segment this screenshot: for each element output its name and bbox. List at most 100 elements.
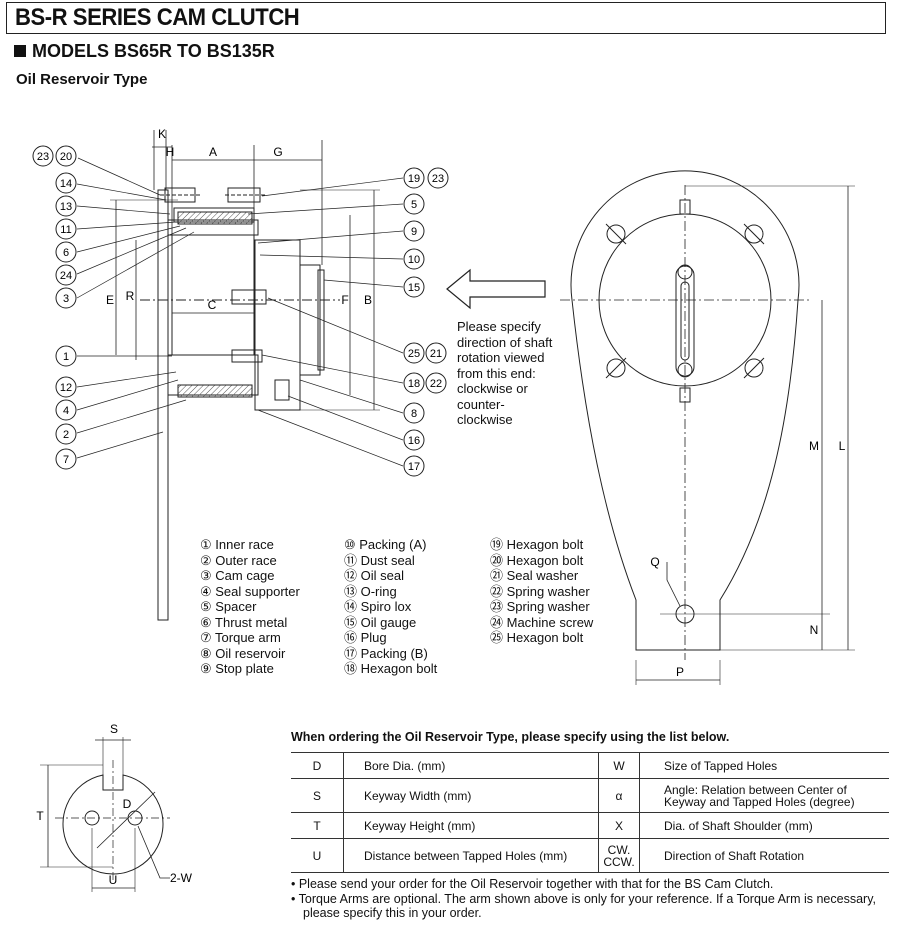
spec-symbol: D [291, 752, 344, 779]
callout-label: 12 [60, 382, 72, 394]
part-item: ⑰ Packing (B) [344, 645, 428, 661]
note-item: • Please send your order for the Oil Res… [291, 877, 774, 891]
front-view [560, 170, 855, 685]
callout-label: 15 [408, 282, 420, 294]
part-item: ⑫ Oil seal [344, 568, 404, 583]
part-item: ⑧ Oil reservoir [200, 645, 286, 661]
spec-symbol: U [291, 838, 344, 873]
spec-symbol: X [598, 812, 640, 839]
callout-label: 14 [60, 178, 72, 190]
part-item: ⑯ Plug [344, 630, 387, 645]
rotation-note-line: counter- [457, 396, 505, 412]
part-item: ⑭ Spiro lox [344, 599, 412, 614]
parts-list-col3: ⑲ Hexagon bolt ⑳ Hexagon bolt ㉑ Seal was… [490, 537, 593, 646]
side-view [76, 130, 404, 621]
dim-Q: Q [650, 555, 659, 569]
callouts-right: 19 23 5 9 10 15 25 21 18 22 8 16 17 [403, 167, 449, 477]
callout-label: 7 [63, 454, 69, 466]
part-item: ⑥ Thrust metal [200, 614, 288, 630]
spec-description: Direction of Shaft Rotation [639, 838, 889, 873]
dim-2W: 2-W [170, 871, 193, 885]
part-item: ㉒ Spring washer [490, 583, 590, 599]
callout-label: 19 [408, 173, 420, 185]
callout-label: 17 [408, 461, 420, 473]
dim-A: A [209, 145, 217, 159]
rotation-note-line: from this end: [457, 365, 536, 381]
table-row: T Keyway Height (mm) X Dia. of Shaft Sho… [291, 812, 889, 839]
dim-M: M [809, 439, 819, 453]
dim-C: C [208, 298, 217, 312]
order-title: When ordering the Oil Reservoir Type, pl… [291, 730, 730, 744]
rotation-note-line: rotation viewed [457, 350, 545, 365]
spec-description: Size of Tapped Holes [639, 752, 889, 779]
part-item: ④ Seal supporter [200, 583, 300, 599]
callout-label: 20 [60, 151, 72, 163]
part-item: ⑱ Hexagon bolt [344, 661, 438, 676]
dim-K: K [158, 127, 166, 141]
title-box: BS-R SERIES CAM CLUTCH [6, 2, 886, 34]
models-subtitle: MODELS BS65R TO BS135R [14, 41, 275, 62]
rotation-note-line: clockwise [457, 412, 513, 427]
callout-label: 1 [63, 351, 69, 363]
rotation-note-line: clockwise or [457, 381, 528, 396]
dim-N: N [810, 623, 819, 637]
front-dim-letters: M L N Q P [650, 439, 845, 679]
spec-description: Dia. of Shaft Shoulder (mm) [639, 812, 889, 839]
callout-label: 3 [63, 293, 69, 305]
callout-label: 10 [408, 254, 420, 266]
spec-symbol: CW. CCW. [598, 838, 640, 873]
callout-label: 16 [408, 435, 420, 447]
rotation-note-line: Please specify [457, 319, 541, 334]
part-item: ㉔ Machine screw [490, 614, 594, 630]
rotation-note: Please specify direction of shaft rotati… [457, 319, 552, 428]
part-item: ⑦ Torque arm [200, 630, 281, 645]
callout-label: 23 [37, 151, 49, 163]
callout-label: 23 [432, 173, 444, 185]
callout-label: 11 [60, 224, 71, 236]
dim-F: F [341, 293, 348, 307]
callout-label: 13 [60, 201, 72, 213]
part-item: ⑲ Hexagon bolt [490, 537, 584, 552]
note-item: • Torque Arms are optional. The arm show… [291, 891, 876, 921]
part-item: ⑤ Spacer [200, 599, 257, 614]
parts-list-col1: ① Inner race ② Outer race ③ Cam cage ④ S… [200, 537, 300, 677]
spec-description: Distance between Tapped Holes (mm) [343, 838, 599, 873]
callout-label: 21 [430, 348, 442, 360]
spec-description: Keyway Height (mm) [343, 812, 599, 839]
dim-U: U [109, 873, 118, 887]
dim-R: R [126, 289, 135, 303]
part-item: ㉕ Hexagon bolt [490, 630, 584, 645]
callout-label: 8 [411, 408, 417, 420]
part-item: ③ Cam cage [200, 568, 275, 583]
rotation-note-line: direction of shaft [457, 334, 553, 350]
outer-race-body [171, 234, 255, 356]
spec-symbol: W [598, 752, 640, 779]
models-subtitle-text: MODELS BS65R TO BS135R [32, 41, 275, 61]
callout-label: 24 [60, 270, 72, 282]
dim-T: T [36, 809, 44, 823]
table-row: S Keyway Width (mm) α Angle: Relation be… [291, 778, 889, 813]
part-item: ⑬ O-ring [344, 583, 397, 599]
dim-E: E [106, 293, 114, 307]
callout-label: 9 [411, 226, 417, 238]
part-item: ⑪ Dust seal [344, 552, 415, 568]
dim-B: B [364, 293, 372, 307]
view-direction-arrow [446, 268, 546, 310]
torque-arm-plate [157, 189, 169, 621]
dim-L: L [839, 439, 846, 453]
part-item: ㉑ Seal washer [490, 568, 579, 583]
table-row: D Bore Dia. (mm) W Size of Tapped Holes [291, 752, 889, 779]
part-item: ⑮ Oil gauge [344, 614, 417, 630]
part-item: ⑳ Hexagon bolt [490, 552, 584, 568]
part-item: ① Inner race [200, 537, 274, 552]
dim-G: G [273, 145, 282, 159]
part-item: ㉓ Spring washer [490, 599, 590, 614]
part-item: ⑨ Stop plate [200, 661, 274, 676]
callout-label: 2 [63, 429, 69, 441]
callout-label: 4 [63, 405, 69, 417]
spec-description: Bore Dia. (mm) [343, 752, 599, 779]
bore-keyway-sketch [40, 737, 170, 892]
part-item: ⑩ Packing (A) [344, 537, 427, 552]
table-row: U Distance between Tapped Holes (mm) CW.… [291, 838, 889, 873]
